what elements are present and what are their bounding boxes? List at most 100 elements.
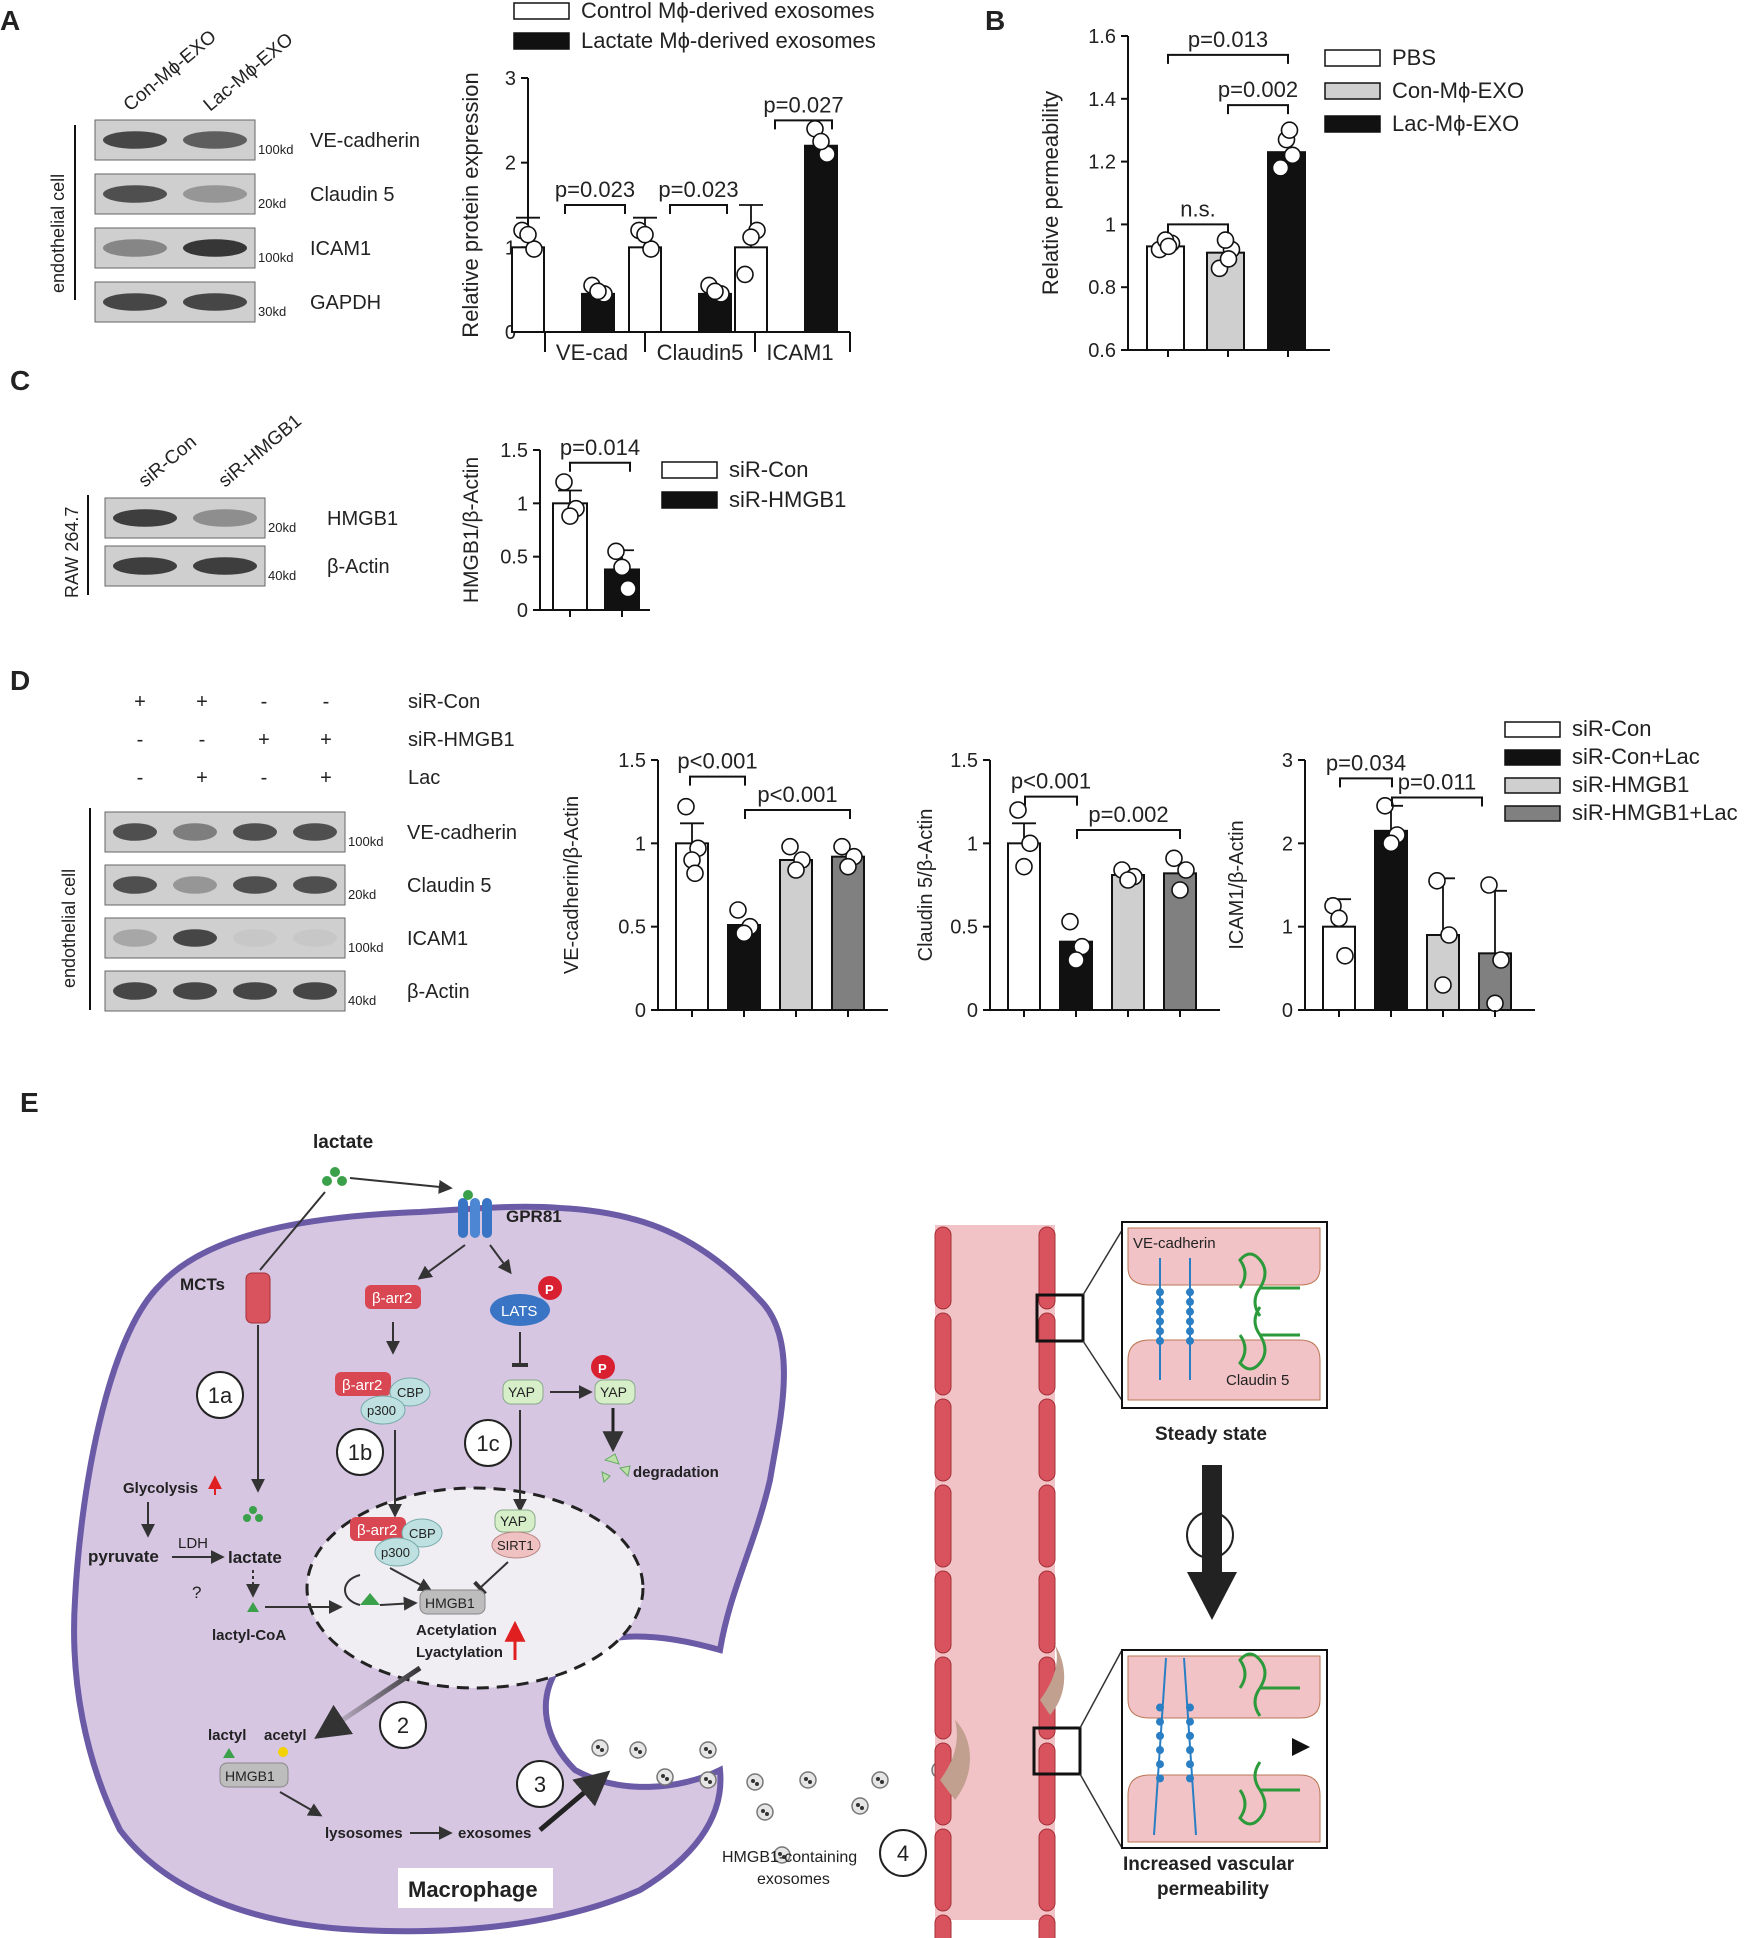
y-tick-label: 2: [505, 153, 516, 175]
legend-swatch: [513, 32, 570, 50]
degradation-label: degradation: [633, 1464, 719, 1481]
bar: [734, 246, 768, 333]
y-tick-label: 1.5: [950, 750, 978, 772]
y-tick-label: 0.5: [618, 917, 646, 939]
step-marker: [516, 1760, 564, 1808]
condition-sign: -: [137, 767, 144, 789]
y-tick-label: 1: [635, 833, 646, 855]
panel-letter-c: C: [10, 365, 30, 396]
lactyl-label: lactyl: [208, 1727, 246, 1744]
bar: [628, 246, 662, 333]
y-tick-label: 0.5: [950, 917, 978, 939]
sirt1-label: SIRT1: [497, 1538, 534, 1553]
y-axis-label: HMGB1/β-Actin: [460, 457, 483, 603]
legend-swatch: [1324, 82, 1381, 100]
bar: [831, 855, 865, 1012]
data-point: [742, 228, 760, 246]
y-tick-label: 1: [1282, 917, 1293, 939]
y-tick-label: 0: [967, 1000, 978, 1022]
blot-band: [183, 185, 247, 203]
yap-label: YAP: [500, 1513, 527, 1529]
gpr81-label: GPR81: [506, 1207, 562, 1226]
blot-band: [173, 929, 217, 947]
exosome-icon: [851, 1797, 869, 1815]
schematic-e: lactate GPR81 MCTs 1a1b1c2345 β-arr2 β-a…: [71, 1132, 1328, 1938]
blot-band: [183, 239, 247, 257]
data-point: [736, 265, 754, 284]
significance-label: p<0.001: [677, 749, 757, 774]
p300-label: p300: [367, 1403, 396, 1418]
panel-letter-b: B: [985, 5, 1005, 36]
data-point: [589, 282, 607, 301]
legend-swatch: [1504, 777, 1561, 794]
data-point: [1119, 871, 1137, 889]
blot-band: [173, 876, 217, 894]
blot-band: [173, 982, 217, 1000]
blot-row-label: Claudin 5: [310, 184, 395, 206]
condition-sign: -: [261, 767, 268, 789]
significance-label: p=0.013: [1188, 27, 1268, 52]
blot-band: [233, 929, 277, 947]
molecular-weight-label: 20kd: [258, 196, 286, 211]
legend-label: Lac-Mϕ-EXO: [1392, 111, 1519, 136]
blot-band: [103, 185, 167, 203]
blot-band: [113, 929, 157, 947]
blood-vessel: [935, 1225, 1055, 1920]
step-marker: [196, 1371, 244, 1419]
legend-swatch: [1324, 49, 1381, 67]
y-tick-label: 1: [505, 237, 516, 259]
step-marker-label: 3: [534, 1772, 546, 1797]
y-tick-label: 1: [1105, 214, 1116, 236]
legend-label: siR-Con+Lac: [1572, 744, 1700, 769]
endothelial-cell: [1038, 1742, 1056, 1826]
endothelial-cell: [934, 1484, 952, 1568]
steady-state-label: Steady state: [1155, 1424, 1267, 1445]
legend-label: PBS: [1392, 45, 1436, 70]
legend-swatch: [661, 461, 718, 479]
endothelial-cell: [1038, 1398, 1056, 1482]
legend-swatch: [1504, 721, 1561, 738]
data-point: [1492, 951, 1510, 969]
blot-d: ++--siR-Con--++siR-HMGB1-+-+Lac endothel…: [59, 691, 517, 1012]
claudin5-molecule: [1238, 1761, 1267, 1826]
molecular-weight-label: 100kd: [258, 142, 293, 157]
bar: [1426, 934, 1460, 1011]
data-point: [1061, 912, 1079, 931]
legend-label: siR-HMGB1: [1572, 772, 1689, 797]
y-tick-label: 0: [517, 600, 528, 622]
hmgb1-label: HMGB1: [225, 1768, 275, 1784]
blot-band: [103, 293, 167, 311]
claudin5-label: Claudin 5: [1226, 1372, 1289, 1389]
mcts-label: MCTs: [180, 1275, 225, 1294]
x-tick-label: Claudin5: [657, 340, 744, 365]
molecular-weight-label: 20kd: [348, 887, 376, 902]
lyactylation-label: Lyactylation: [416, 1644, 503, 1661]
molecular-weight-label: 100kd: [348, 940, 383, 955]
condition-sign: +: [196, 767, 208, 789]
molecular-weight-label: 40kd: [348, 993, 376, 1008]
y-axis-label: Claudin 5/β-Actin: [915, 809, 937, 962]
data-point: [812, 132, 830, 151]
exosome-icon: [871, 1771, 889, 1789]
data-point: [619, 579, 637, 598]
cbp-label: CBP: [409, 1526, 436, 1541]
blot-band: [113, 982, 157, 1000]
y-tick-label: 1: [517, 493, 528, 515]
bar: [1111, 874, 1145, 1011]
condition-sign: +: [258, 729, 270, 751]
data-point: [1440, 926, 1458, 944]
legend-swatch: [1324, 115, 1381, 133]
condition-label: siR-Con: [408, 691, 480, 713]
condition-sign: +: [196, 691, 208, 713]
y-tick-label: 0.8: [1088, 277, 1116, 299]
significance-label: p=0.011: [1398, 770, 1477, 795]
data-point: [1015, 857, 1033, 876]
exosome-icon: [756, 1803, 774, 1821]
legend-label: Lactate Mϕ-derived exosomes: [581, 28, 876, 53]
y-tick-label: 2: [1282, 833, 1293, 855]
legend-swatch: [513, 2, 570, 20]
legend-label: siR-Con: [1572, 716, 1651, 741]
y-tick-label: 1.5: [500, 440, 528, 462]
